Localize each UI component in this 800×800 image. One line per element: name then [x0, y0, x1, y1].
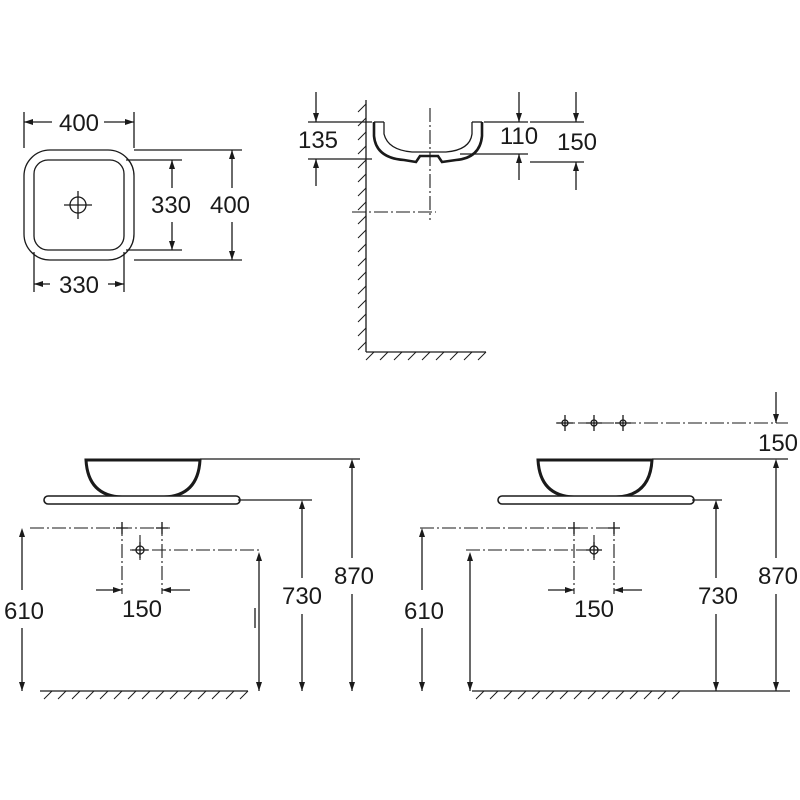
- dim-outlet-height: [254, 552, 262, 691]
- dim-outlet-height: [467, 552, 473, 691]
- dim-drain-height: 610: [4, 528, 44, 691]
- dim-fixing-spacing: 150: [96, 587, 190, 623]
- fixing-point-icon: [608, 522, 620, 534]
- countertop: [497, 495, 695, 505]
- basin-section-outer: [372, 122, 484, 164]
- side-section-view: 135 110 150: [298, 92, 597, 361]
- fixing-point-icon: [116, 522, 128, 534]
- dim-counter-height: 730: [238, 499, 322, 691]
- basin-inner-outline: [33, 159, 125, 251]
- wall-hatching: [357, 103, 367, 351]
- floor-hatching: [365, 351, 487, 361]
- front-view-deck-tap: 610 150 730: [4, 458, 374, 700]
- dim-wall-offset-label: 135: [298, 127, 338, 154]
- dim-fixing-spacing-label: 150: [574, 596, 614, 623]
- waste-outlet-icon: [586, 542, 602, 558]
- dim-counter-height-label: 730: [282, 583, 322, 610]
- dim-outer-depth: 400: [134, 149, 250, 261]
- dim-inner-width: 330: [33, 252, 125, 299]
- floor-hatching: [43, 690, 249, 700]
- fixing-point-icon: [568, 522, 580, 534]
- dim-counter-height: 730: [692, 499, 738, 691]
- dim-inner-depth-label: 330: [151, 192, 191, 219]
- dim-rim-height-label: 870: [334, 563, 374, 590]
- dim-bowl-outer-height-label: 150: [557, 129, 597, 156]
- dim-outer-depth-label: 400: [210, 192, 250, 219]
- dim-inner-width-label: 330: [59, 272, 99, 299]
- dim-rim-height: 870: [200, 458, 374, 691]
- dim-outer-width-label: 400: [59, 110, 99, 137]
- dim-drain-height-label: 610: [4, 598, 44, 625]
- basin-section-inner: [383, 122, 473, 153]
- floor-hatching: [475, 690, 681, 700]
- tap-position-icon: [557, 415, 573, 431]
- dim-inner-depth: 330: [126, 159, 191, 251]
- dim-drain-height: 610: [404, 528, 444, 691]
- countertop: [43, 495, 241, 505]
- fixing-point-icon: [156, 522, 168, 534]
- tap-position-icon: [586, 415, 602, 431]
- front-view-wall-tap: 610 150 730: [404, 392, 798, 700]
- dim-counter-height-label: 730: [698, 583, 738, 610]
- dim-bowl-outer-height: 150: [530, 92, 597, 190]
- dim-bowl-inner-height-label: 110: [500, 123, 538, 150]
- basin-outer-outline: [23, 149, 135, 261]
- waste-outlet-icon: [132, 542, 148, 558]
- dim-fixing-spacing-label: 150: [122, 596, 162, 623]
- drain-symbol-icon: [64, 191, 92, 219]
- dim-wall-offset: 135: [298, 92, 372, 186]
- dim-rim-height: 870: [652, 458, 798, 691]
- dim-outer-width: 400: [23, 110, 135, 148]
- tap-position-icon: [615, 415, 631, 431]
- dim-rim-height-label: 870: [758, 563, 798, 590]
- dim-tap-above-rim: 150: [758, 392, 798, 457]
- dim-drain-height-label: 610: [404, 598, 444, 625]
- basin-front-outline: [84, 458, 202, 499]
- top-view: 400 330 330: [23, 110, 250, 299]
- dim-bowl-inner-height: 110: [460, 92, 538, 180]
- dim-fixing-spacing: 150: [548, 587, 642, 623]
- dim-tap-above-rim-label: 150: [758, 430, 798, 457]
- basin-front-outline: [536, 458, 654, 499]
